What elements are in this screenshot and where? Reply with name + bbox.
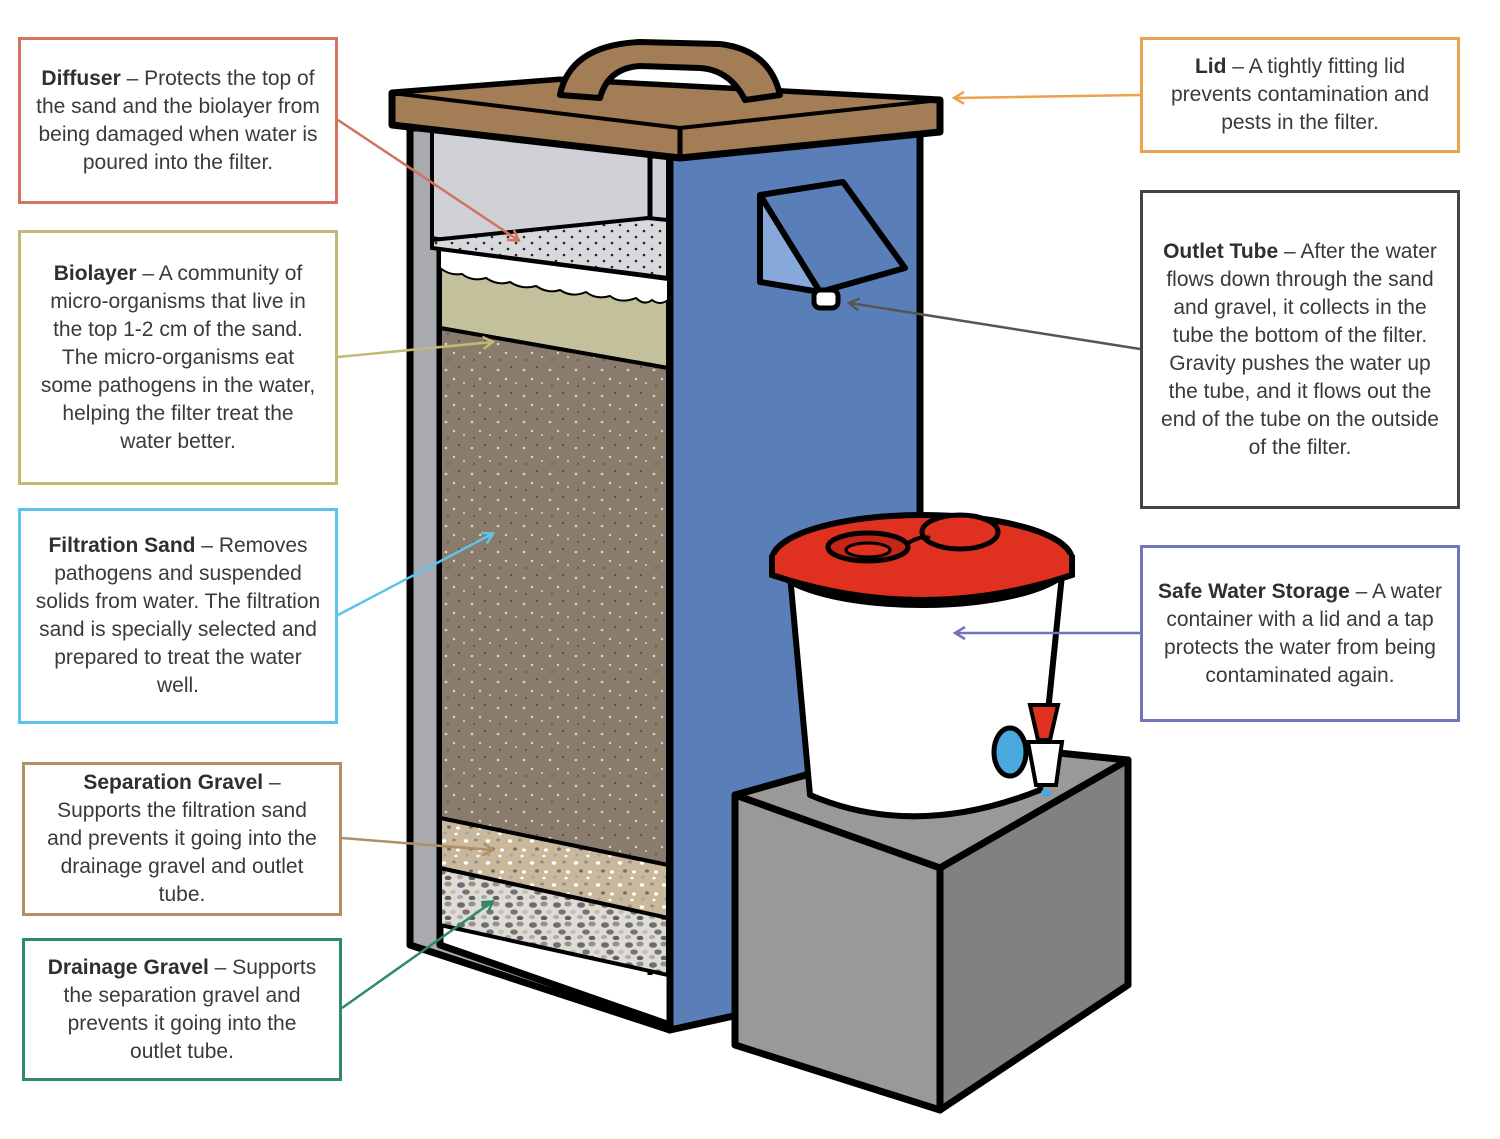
leader-arrows: [337, 95, 1141, 1010]
callout-text: – After the water flows down through the…: [1161, 239, 1439, 459]
callout-diffuser: Diffuser – Protects the top of the sand …: [18, 37, 338, 204]
callout-title: Separation Gravel: [83, 771, 264, 794]
callout-text: – Supports the separation gravel and pre…: [63, 955, 317, 1063]
lid-handle: [557, 39, 783, 103]
arrow-biolayer: [337, 342, 492, 359]
outlet-tube: [757, 179, 908, 311]
callout-title: Outlet Tube: [1163, 239, 1279, 263]
arrow-lid: [955, 95, 1141, 98]
callout-title: Diffuser: [41, 66, 121, 90]
callout-title: Drainage Gravel: [47, 955, 209, 979]
callout-text: – A tightly fitting lid prevents contami…: [1171, 55, 1429, 134]
callout-title: Safe Water Storage: [1157, 579, 1350, 603]
callout-text: – A water container with a lid and a tap…: [1164, 579, 1442, 687]
callout-outlet-tube: Outlet Tube – After the water flows down…: [1140, 190, 1460, 509]
arrow-sepgravel: [341, 836, 492, 850]
callout-text: – Protects the top of the sand and the b…: [36, 66, 320, 174]
arrow-outlet: [850, 303, 1141, 351]
callout-text: – Supports the filtration sand and preve…: [47, 771, 317, 906]
callout-separation-gravel: Separation Gravel – Supports the filtrat…: [22, 762, 342, 916]
callout-drainage-gravel: Drainage Gravel – Supports the separatio…: [22, 938, 342, 1081]
arrow-diffuser: [337, 118, 518, 240]
callout-safe-water-storage: Safe Water Storage – A water container w…: [1140, 545, 1460, 722]
drainage-gravel-layer: [438, 865, 670, 978]
callout-text: – A community of micro-organisms that li…: [40, 261, 316, 453]
callout-title: Biolayer: [53, 261, 137, 285]
filtration-sand-layer: [438, 325, 670, 868]
bucket-tap: [991, 703, 1065, 797]
callout-lid: Lid – A tightly fitting lid prevents con…: [1140, 37, 1460, 153]
callout-title: Filtration Sand: [48, 534, 196, 557]
callout-biolayer: Biolayer – A community of micro-organism…: [18, 230, 338, 485]
callout-text: – Removes pathogens and suspended solids…: [35, 534, 321, 697]
safe-water-bucket: [769, 512, 1075, 820]
callout-title: Lid: [1194, 55, 1227, 78]
arrow-sand: [337, 534, 492, 617]
arrow-draingravel: [341, 902, 492, 1010]
diffuser-plate: [430, 215, 670, 281]
callout-filtration-sand: Filtration Sand – Removes pathogens and …: [18, 508, 338, 724]
